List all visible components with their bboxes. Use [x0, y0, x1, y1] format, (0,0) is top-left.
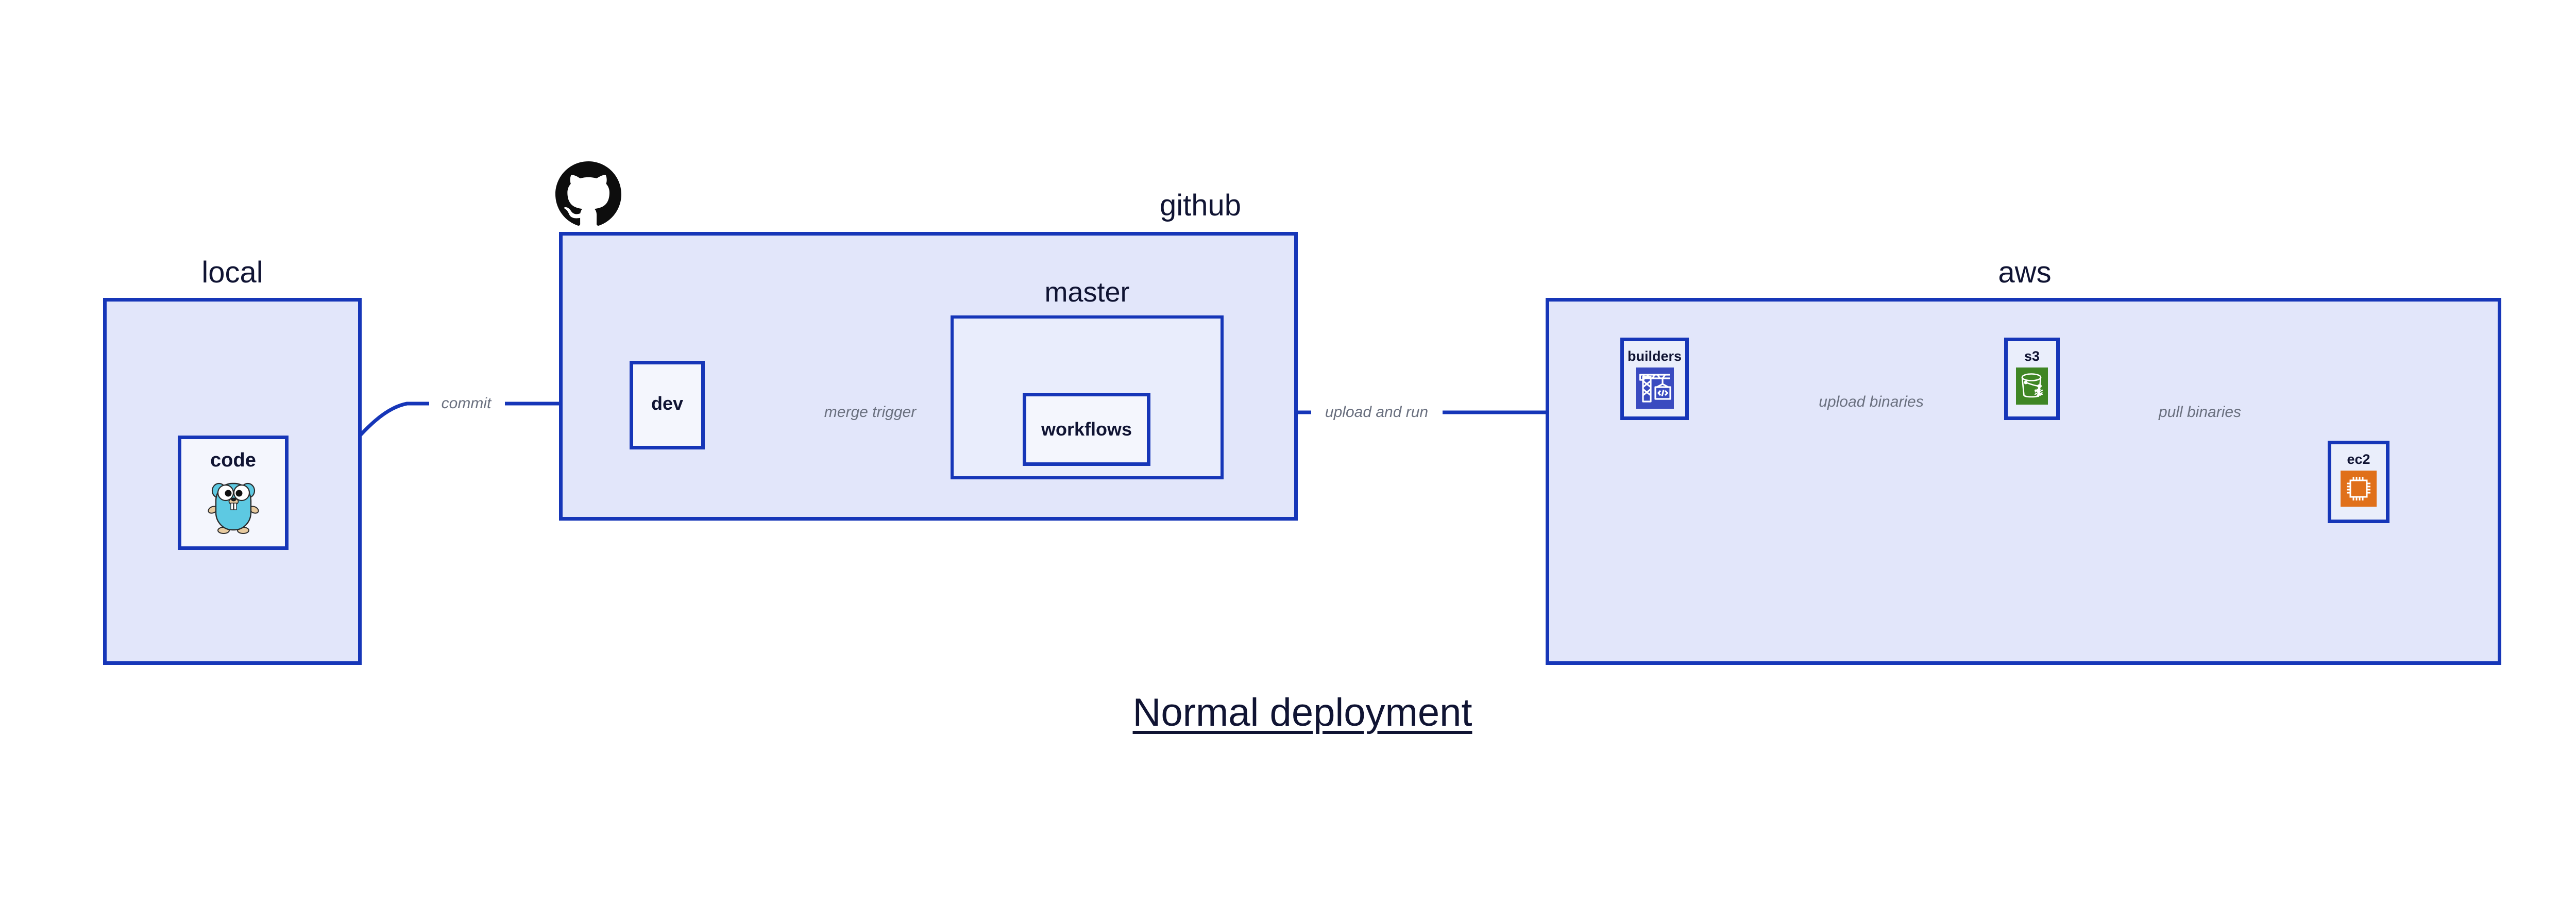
- edge-label-merge-trigger: merge trigger: [824, 404, 917, 421]
- node-ec2[interactable]: ec2: [2328, 441, 2389, 523]
- group-master-title: master: [1044, 277, 1130, 308]
- node-code-label: code: [210, 449, 256, 471]
- node-workflows[interactable]: workflows: [1023, 393, 1150, 466]
- group-aws-title: aws: [1998, 256, 2052, 289]
- node-builders[interactable]: builders: [1620, 338, 1689, 420]
- go-gopher-icon: [207, 477, 260, 534]
- group-github-title: github: [1159, 189, 1242, 222]
- node-code[interactable]: code: [178, 436, 289, 550]
- edge-label-upload-binaries: upload binaries: [1819, 393, 1924, 410]
- edge-label-pull-binaries: pull binaries: [2158, 404, 2242, 421]
- diagram-caption: Normal deployment: [1132, 691, 1472, 734]
- group-local-title: local: [201, 256, 263, 289]
- cpu-chip-icon: [2341, 471, 2377, 507]
- node-ec2-label: ec2: [2347, 452, 2370, 467]
- node-dev-label: dev: [651, 393, 684, 414]
- s3-bucket-icon: [2016, 368, 2048, 405]
- node-workflows-label: workflows: [1041, 419, 1132, 440]
- node-builders-label: builders: [1627, 348, 1682, 364]
- node-s3-label: s3: [2024, 348, 2040, 364]
- edge-label-upload-and-run: upload and run: [1325, 404, 1429, 421]
- crane-code-icon: [1635, 368, 1674, 409]
- node-dev[interactable]: dev: [630, 361, 705, 449]
- edge-label-commit: commit: [441, 395, 492, 412]
- github-octocat-logo: [555, 161, 621, 227]
- node-s3[interactable]: s3: [2004, 338, 2060, 420]
